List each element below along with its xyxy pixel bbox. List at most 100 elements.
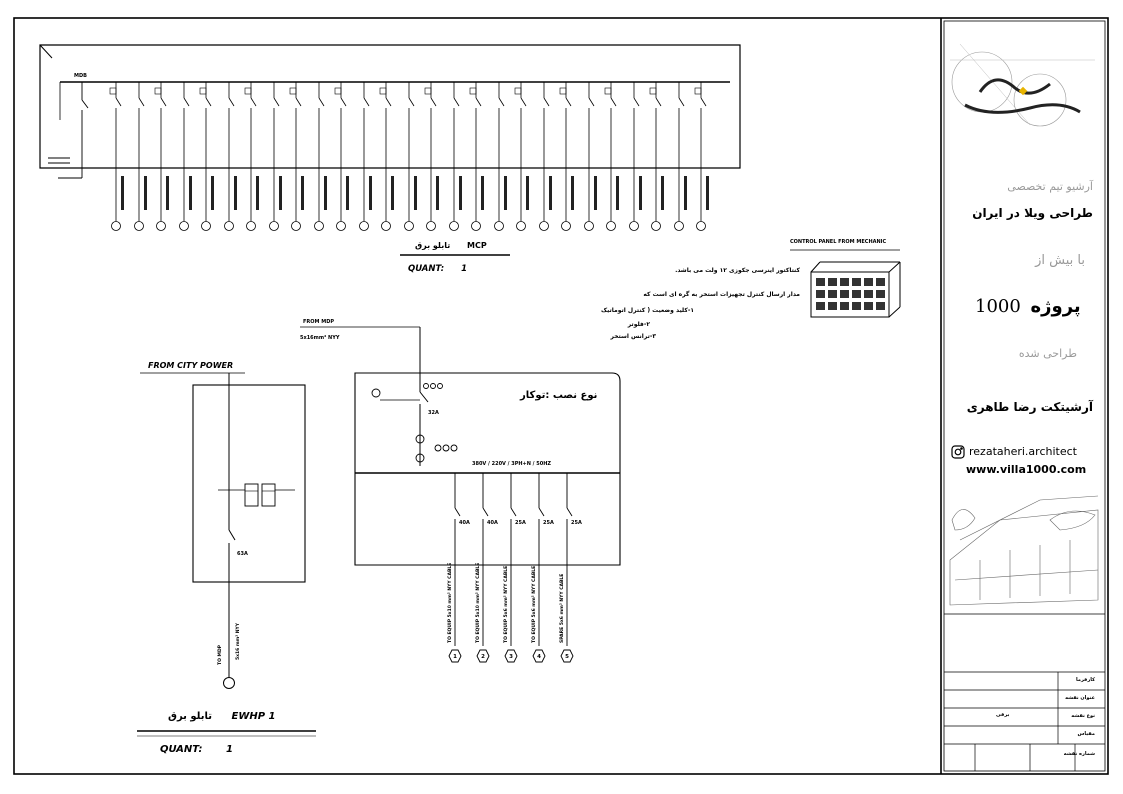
pool-feeder-rating: 25A — [543, 520, 554, 526]
note-line: مدار ارسال کنترل تجهیزات استخر به گره ای… — [643, 291, 800, 298]
ewhp-panel-title: EWHP 1 تابلو برق — [168, 712, 276, 722]
feeder-rcd — [559, 87, 567, 95]
tb-line1: آرشیو تیم تخصصی — [1007, 180, 1093, 193]
feeder-terminal — [584, 221, 594, 231]
feeder-terminal — [494, 221, 504, 231]
control-relay — [828, 278, 837, 286]
feeder-breaker — [633, 97, 640, 107]
control-relay — [864, 290, 873, 298]
mdp-incoming-label: MDB — [74, 73, 87, 79]
mdp-panel-code: MCP — [467, 241, 487, 250]
mdp-panel-title-fa: تابلو برق — [415, 241, 451, 250]
note-line: ۲-فلوتر — [627, 321, 650, 328]
mdp-panel — [39, 44, 741, 179]
pool-feeder-terminal — [448, 649, 462, 663]
note-line: کنتاکتور اینرسی جکوزی ۱۲ ولت می باشد. — [675, 267, 800, 274]
feeder-breaker — [363, 97, 370, 107]
feeder-terminal — [111, 221, 121, 231]
tb-row-label: کارفرما — [1075, 677, 1095, 683]
feeder-rcd — [154, 87, 162, 95]
feeder-label-mark — [301, 176, 304, 210]
tb-row-value-type: برقی — [996, 712, 1010, 718]
ewhp-from-label: FROM CITY POWER — [148, 361, 234, 370]
ewhp-panel-title-fa: تابلو برق — [168, 711, 213, 722]
feeder-terminal — [629, 221, 639, 231]
feeder-terminal — [246, 221, 256, 231]
feeder-label-mark — [256, 176, 259, 210]
feeder-label-mark — [526, 176, 529, 210]
feeder-terminal — [179, 221, 189, 231]
pool-feeder-rating: 25A — [571, 520, 582, 526]
ewhp-breaker-label: 63A — [237, 551, 248, 557]
pool-panel-title: نوع نصب :توکار — [520, 390, 598, 401]
pool-feeder-number: 2 — [481, 654, 485, 660]
tb-row-label: نوع نقشه — [1071, 713, 1095, 719]
feeder-label-mark — [436, 176, 439, 210]
control-relay — [840, 290, 849, 298]
pool-feeder-desc: TO EQUIP 5x6 mm² NYY CABLE — [503, 566, 509, 643]
ewhp-to-label: TO MDP — [218, 645, 223, 665]
feeder-breaker — [318, 97, 325, 107]
control-relay — [852, 302, 861, 310]
ewhp-cable-label: 5x16 mm² NYY — [236, 622, 241, 660]
feeder-terminal — [651, 221, 661, 231]
control-relay — [816, 278, 825, 286]
feeder-breaker — [228, 97, 235, 107]
feeder-rcd — [514, 87, 522, 95]
tb-count: 1000 — [975, 296, 1021, 317]
feeder-label-mark — [279, 176, 282, 210]
pool-feeder-number: 1 — [453, 654, 457, 660]
control-relay — [852, 278, 861, 286]
feeder-label-mark — [616, 176, 619, 210]
pool-feeder-desc: TO EQUIP 5x10 mm² NYY CABLE — [447, 563, 453, 643]
tb-count-row: 1000 پروژه — [975, 298, 1081, 316]
feeder-rcd — [244, 87, 252, 95]
logo — [950, 43, 1095, 127]
control-relay — [816, 290, 825, 298]
tb-instagram: rezataheri.architect — [969, 445, 1077, 458]
control-panel-title: CONTROL PANEL FROM MECHANIC — [790, 239, 887, 245]
feeder-label-mark — [144, 176, 147, 210]
feeder-terminal — [291, 221, 301, 231]
control-relay — [876, 302, 885, 310]
feeder-rcd — [604, 87, 612, 95]
tb-architect: آرشیتکت رضا طاهری — [966, 400, 1093, 414]
feeder-breaker — [385, 97, 392, 107]
tb-website: www.villa1000.com — [966, 463, 1087, 476]
feeder-rcd — [694, 87, 702, 95]
control-relay — [876, 290, 885, 298]
feeder-terminal — [156, 221, 166, 231]
villa-sketch — [949, 495, 1099, 606]
pool-feeder-breaker — [454, 507, 461, 517]
pool-feeder-number: 5 — [565, 654, 569, 660]
feeder-label-mark — [391, 176, 394, 210]
mdp-feeders — [109, 82, 709, 231]
pool-cable-label: 5x16mm² NYY — [300, 335, 340, 341]
control-relay — [816, 302, 825, 310]
feeder-label-mark — [234, 176, 237, 210]
feeder-terminal — [314, 221, 324, 231]
feeder-terminal — [269, 221, 279, 231]
feeder-label-mark — [346, 176, 349, 210]
control-panel-grid — [816, 278, 885, 310]
feeder-terminal — [561, 221, 571, 231]
titleblock-table — [944, 613, 1105, 771]
tb-line5: طراحی شده — [1018, 347, 1077, 360]
ewhp-panel-code: EWHP 1 — [231, 711, 276, 722]
ewhp-quant-label: QUANT: — [160, 744, 203, 755]
feeder-terminal — [359, 221, 369, 231]
feeder-rcd — [424, 87, 432, 95]
feeder-rcd — [649, 87, 657, 95]
feeder-terminal — [404, 221, 414, 231]
pool-feeder-desc: TO EQUIP 5x10 mm² NYY CABLE — [475, 563, 481, 643]
feeder-breaker — [430, 97, 437, 107]
feeder-breaker — [520, 97, 527, 107]
feeder-breaker — [295, 97, 302, 107]
feeder-breaker — [565, 97, 572, 107]
feeder-breaker — [138, 97, 145, 107]
pool-feeder-rating: 40A — [459, 520, 470, 526]
feeder-terminal — [516, 221, 526, 231]
feeder-breaker — [655, 97, 662, 107]
feeder-rcd — [199, 87, 207, 95]
